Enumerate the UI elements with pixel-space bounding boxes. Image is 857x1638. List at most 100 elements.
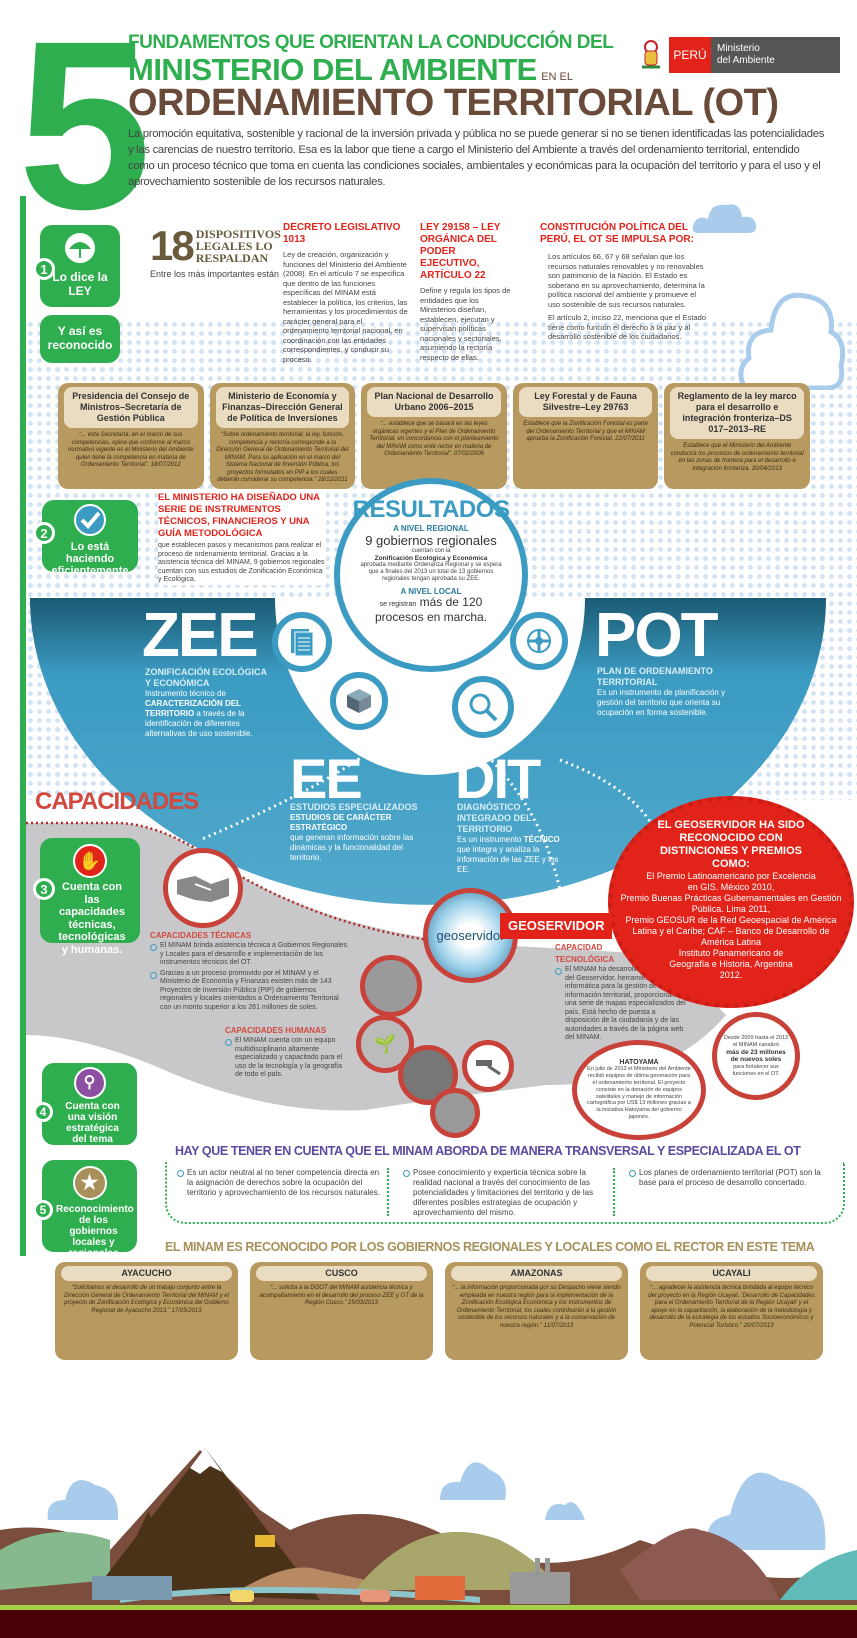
local-pre: se registran <box>379 601 417 608</box>
strategy-point: Es un actor neutral al no tener competen… <box>177 1168 389 1216</box>
law-title: CONSTITUCIÓN POLÍTICA DEL PERÚ, EL OT SE… <box>540 222 694 245</box>
strategy-point: Posee conocimiento y experticia técnica … <box>403 1168 615 1217</box>
logo-ministry-name: Ministerio del Ambiente <box>711 37 840 73</box>
section2-text: que establecen pasos y mecanismos para r… <box>158 542 325 583</box>
intro-paragraph: La promoción equitativa, sostenible y ra… <box>128 128 825 188</box>
card-title: Reglamento de la ley marco para el desar… <box>670 387 804 439</box>
pot-description: PLAN DE ORDENAMIENTO TERRITORIAL Es un i… <box>597 666 727 718</box>
piggybank-image <box>430 1088 480 1138</box>
zee-text-pre: Instrumento técnico de <box>145 689 226 698</box>
law-text: Define y regula los tipos de entidades q… <box>420 286 511 362</box>
section3-label: Cuenta con las capacidades técnicas, tec… <box>58 881 126 956</box>
card-title: Plan Nacional de Desarrollo Urbano 2006–… <box>367 387 501 417</box>
section4-label: Cuenta con una visión estratégica del te… <box>65 1101 120 1145</box>
regional-pre: cuentan con la <box>411 548 451 554</box>
title-line3: ORDENAMIENTO TERRITORIAL (OT) <box>128 82 779 124</box>
pot-acronym: POT <box>595 601 718 670</box>
recognition-cards: Presidencia del Consejo de Ministros–Sec… <box>58 383 810 489</box>
region-card-amazonas: AMAZONAS“... la información proporcionad… <box>445 1262 628 1360</box>
awards-title: EL GEOSERVIDOR HA SIDO RECONOCIDO CON DI… <box>657 819 805 870</box>
ee-acronym: EE <box>290 747 363 810</box>
card-title: CUSCO <box>256 1266 427 1281</box>
car-icon <box>230 1590 254 1602</box>
law-text: Ley de creación, organización y funcione… <box>283 250 408 364</box>
humanas-block: CAPACIDADES HUMANAS El MINAM cuenta con … <box>225 1025 347 1080</box>
card-title: Presidencia del Consejo de Ministros–Sec… <box>64 387 198 428</box>
awards-circle: EL GEOSERVIDOR HA SIDO RECONOCIDO CON DI… <box>608 796 854 1008</box>
zee-acronym: ZEE <box>142 601 259 670</box>
card-text: Establece que la Zonificación Forestal e… <box>523 421 648 442</box>
regional-bold: Zonificación Ecológica y Económica <box>374 555 488 562</box>
recognition-card: Ley Forestal y de Fauna Silvestre–Ley 29… <box>512 383 659 489</box>
instruments-ring <box>30 598 826 905</box>
card-title: UCAYALI <box>646 1266 817 1281</box>
law-item: Los artículos 66, 67 y 68 señalan que lo… <box>548 252 705 309</box>
recognition-card: Presidencia del Consejo de Ministros–Sec… <box>58 383 204 489</box>
hands-icon: ✋ <box>73 844 107 878</box>
cloud-icon <box>692 204 756 233</box>
section2-headline: EL MINISTERIO HA DISEÑADO UNA SERIE DE I… <box>158 492 320 539</box>
landscape-illustration <box>0 1448 857 1638</box>
title-en-el: EN EL <box>541 71 573 83</box>
tecnicas-item: El MINAM brinda asistencia técnica a Gob… <box>150 942 350 968</box>
hatoyama-circle: HATOYAMA En julio de 2013 el Ministerio … <box>572 1040 706 1140</box>
regional-value: 9 gobiernos regionales <box>365 533 497 548</box>
funding-circle: Desde 2009 hasta el 2013 el MINAM canali… <box>712 1012 800 1100</box>
section1-label: Lo dice la LEY <box>52 270 108 298</box>
pot-text: Es un instrumento de planificación y ges… <box>597 688 726 717</box>
law-title: DECRETO LEGISLATIVO 1013 <box>283 222 401 245</box>
gavel-image <box>462 1040 514 1092</box>
geoservidor-logo-text: geoservidor <box>436 928 505 943</box>
zee-description: ZONIFICACIÓN ECOLÓGICA Y ECONÓMICA Instr… <box>145 667 267 739</box>
logo-line2: del Ambiente <box>717 55 775 66</box>
law-constitucion: CONSTITUCIÓN POLÍTICA DEL PERÚ, EL OT SE… <box>540 222 710 342</box>
recognition-card: Plan Nacional de Desarrollo Urbano 2006–… <box>361 383 507 489</box>
tecnicas-item: Gracias a un proceso promovido por el MI… <box>150 970 350 1013</box>
results-circle: RESULTADOS A NIVEL REGIONAL 9 gobiernos … <box>334 478 528 672</box>
section1-sublabel: Y así es reconocido <box>40 315 120 363</box>
dit-text-pre: Es un instrumento <box>457 835 522 844</box>
ee-name: ESTUDIOS ESPECIALIZADOS <box>290 802 418 812</box>
card-text: “... establece que se basará en las leye… <box>369 421 499 457</box>
card-text: “... la información proporcionada por su… <box>452 1285 621 1329</box>
card-title: AYACUCHO <box>61 1266 232 1281</box>
law-title: LEY 29158 – LEY ORGÁNICA DEL PODER EJECU… <box>420 222 501 281</box>
zee-name: ZONIFICACIÓN ECOLÓGICA Y ECONÓMICA <box>145 667 267 688</box>
recognition-card: Reglamento de la ley marco para el desar… <box>664 383 810 489</box>
capacidades-title: CAPACIDADES <box>35 788 199 815</box>
local-label: A NIVEL LOCAL <box>400 587 462 596</box>
legal-count: 18 DISPOSITIVOS LEGALES LO RESPALDAN <box>150 222 288 270</box>
magnifier-icon <box>452 676 514 738</box>
regional-text: aprobada mediante Ordenanza Regional y s… <box>360 562 502 582</box>
pot-name: PLAN DE ORDENAMIENTO TERRITORIAL <box>597 666 713 687</box>
card-text: “Sobre ordenamiento territorial, la ley,… <box>216 432 349 483</box>
law-decreto: DECRETO LEGISLATIVO 1013 Ley de creación… <box>283 222 408 364</box>
section5-headline: EL MINAM ES RECONOCIDO POR LOS GOBIERNOS… <box>165 1240 815 1254</box>
title-line2: MINISTERIO DEL AMBIENTE EN EL <box>128 52 573 88</box>
dit-text-bold: TÉCNICO <box>523 835 560 844</box>
mining-truck-icon <box>255 1535 275 1547</box>
section2-label: Lo está haciendo eficientemente <box>51 541 129 577</box>
factory-icon <box>510 1572 570 1604</box>
soil-image <box>360 955 422 1017</box>
award-item: El Premio Latinoamericano por Excelencia… <box>646 871 816 892</box>
dit-acronym: DIT <box>455 747 541 810</box>
hatoyama-text: En julio de 2013 el Ministerio del Ambie… <box>587 1066 691 1120</box>
big-number-five: 5 <box>18 0 152 259</box>
count-number: 18 <box>150 222 195 269</box>
checkmark-icon <box>74 504 106 536</box>
section1-number: 1 <box>33 258 55 280</box>
award-item: Premio Buenas Prácticas Gubernamentales … <box>620 893 842 914</box>
title-ministerio: MINISTERIO DEL AMBIENTE <box>128 52 537 87</box>
zee-text-post: a través de la identificación de diferen… <box>145 709 253 738</box>
tecnologica-block: CAPACIDAD TECNOLÓGICA El MINAM ha desarr… <box>555 942 690 1043</box>
card-text: “... agradecer la asistencia técnica bri… <box>648 1285 815 1329</box>
geoservidor-banner: GEOSERVIDOR <box>500 913 612 939</box>
tecnicas-title: CAPACIDADES TÉCNICAS <box>150 931 252 940</box>
card-title: Ministerio de Economía y Finanzas–Direcc… <box>215 387 350 428</box>
cloud-icon <box>738 292 845 390</box>
card-text: “... esta Secretaría, en el marco de sus… <box>68 432 194 468</box>
documents-icon <box>272 612 332 672</box>
section4-headline: HAY QUE TENER EN CUENTA QUE EL MINAM ABO… <box>175 1144 801 1158</box>
ee-subtitle: ESTUDIOS DE CARÁCTER ESTRATÉGICO <box>290 813 392 832</box>
